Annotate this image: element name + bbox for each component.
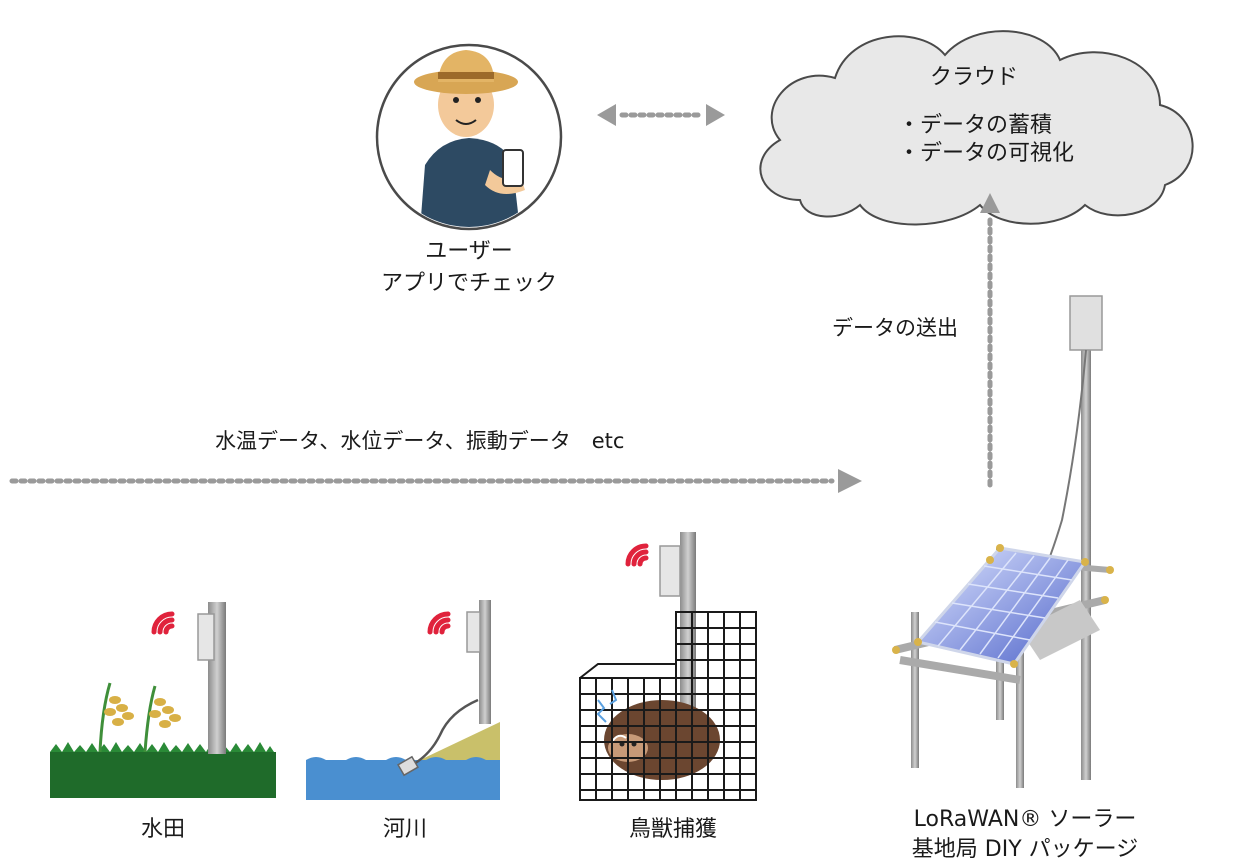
cloud-item-storage: ・データの蓄積 — [898, 113, 1053, 138]
sensor-label-trap: 鳥獣捕獲 — [628, 817, 717, 842]
user-caption-line1: ユーザー — [425, 239, 513, 264]
data-flow-label: 水温データ、水位データ、振動データ etc — [215, 429, 625, 453]
cloud-item-visualization: ・データの可視化 — [898, 141, 1075, 166]
data-flow-arrow — [9, 469, 862, 493]
cloud-shape — [759, 30, 1194, 226]
user-cloud-arrow — [597, 104, 725, 126]
trap-sensor-illustration — [579, 532, 757, 801]
river-sensor-illustration — [306, 600, 500, 800]
user-caption: ユーザー アプリでチェック — [359, 236, 579, 300]
station-caption-line1: LoRaWAN® ソーラー — [913, 807, 1137, 832]
user-avatar — [375, 43, 563, 231]
station-caption-line2: 基地局 DIY パッケージ — [911, 837, 1139, 862]
sensor-label-river: 河川 — [382, 817, 427, 842]
paddy-sensor-illustration — [50, 602, 276, 798]
cloud-title: クラウド — [930, 65, 1019, 90]
send-arrow — [980, 193, 1000, 493]
cloud-text: クラウド ・データの蓄積 ・データの可視化 — [880, 62, 1080, 168]
sensor-label-paddy: 水田 — [140, 817, 185, 842]
station-caption: LoRaWAN® ソーラー 基地局 DIY パッケージ — [880, 805, 1170, 865]
send-label: データの送出 — [832, 316, 958, 340]
user-caption-line2: アプリでチェック — [380, 271, 557, 296]
base-station-illustration — [892, 295, 1114, 788]
